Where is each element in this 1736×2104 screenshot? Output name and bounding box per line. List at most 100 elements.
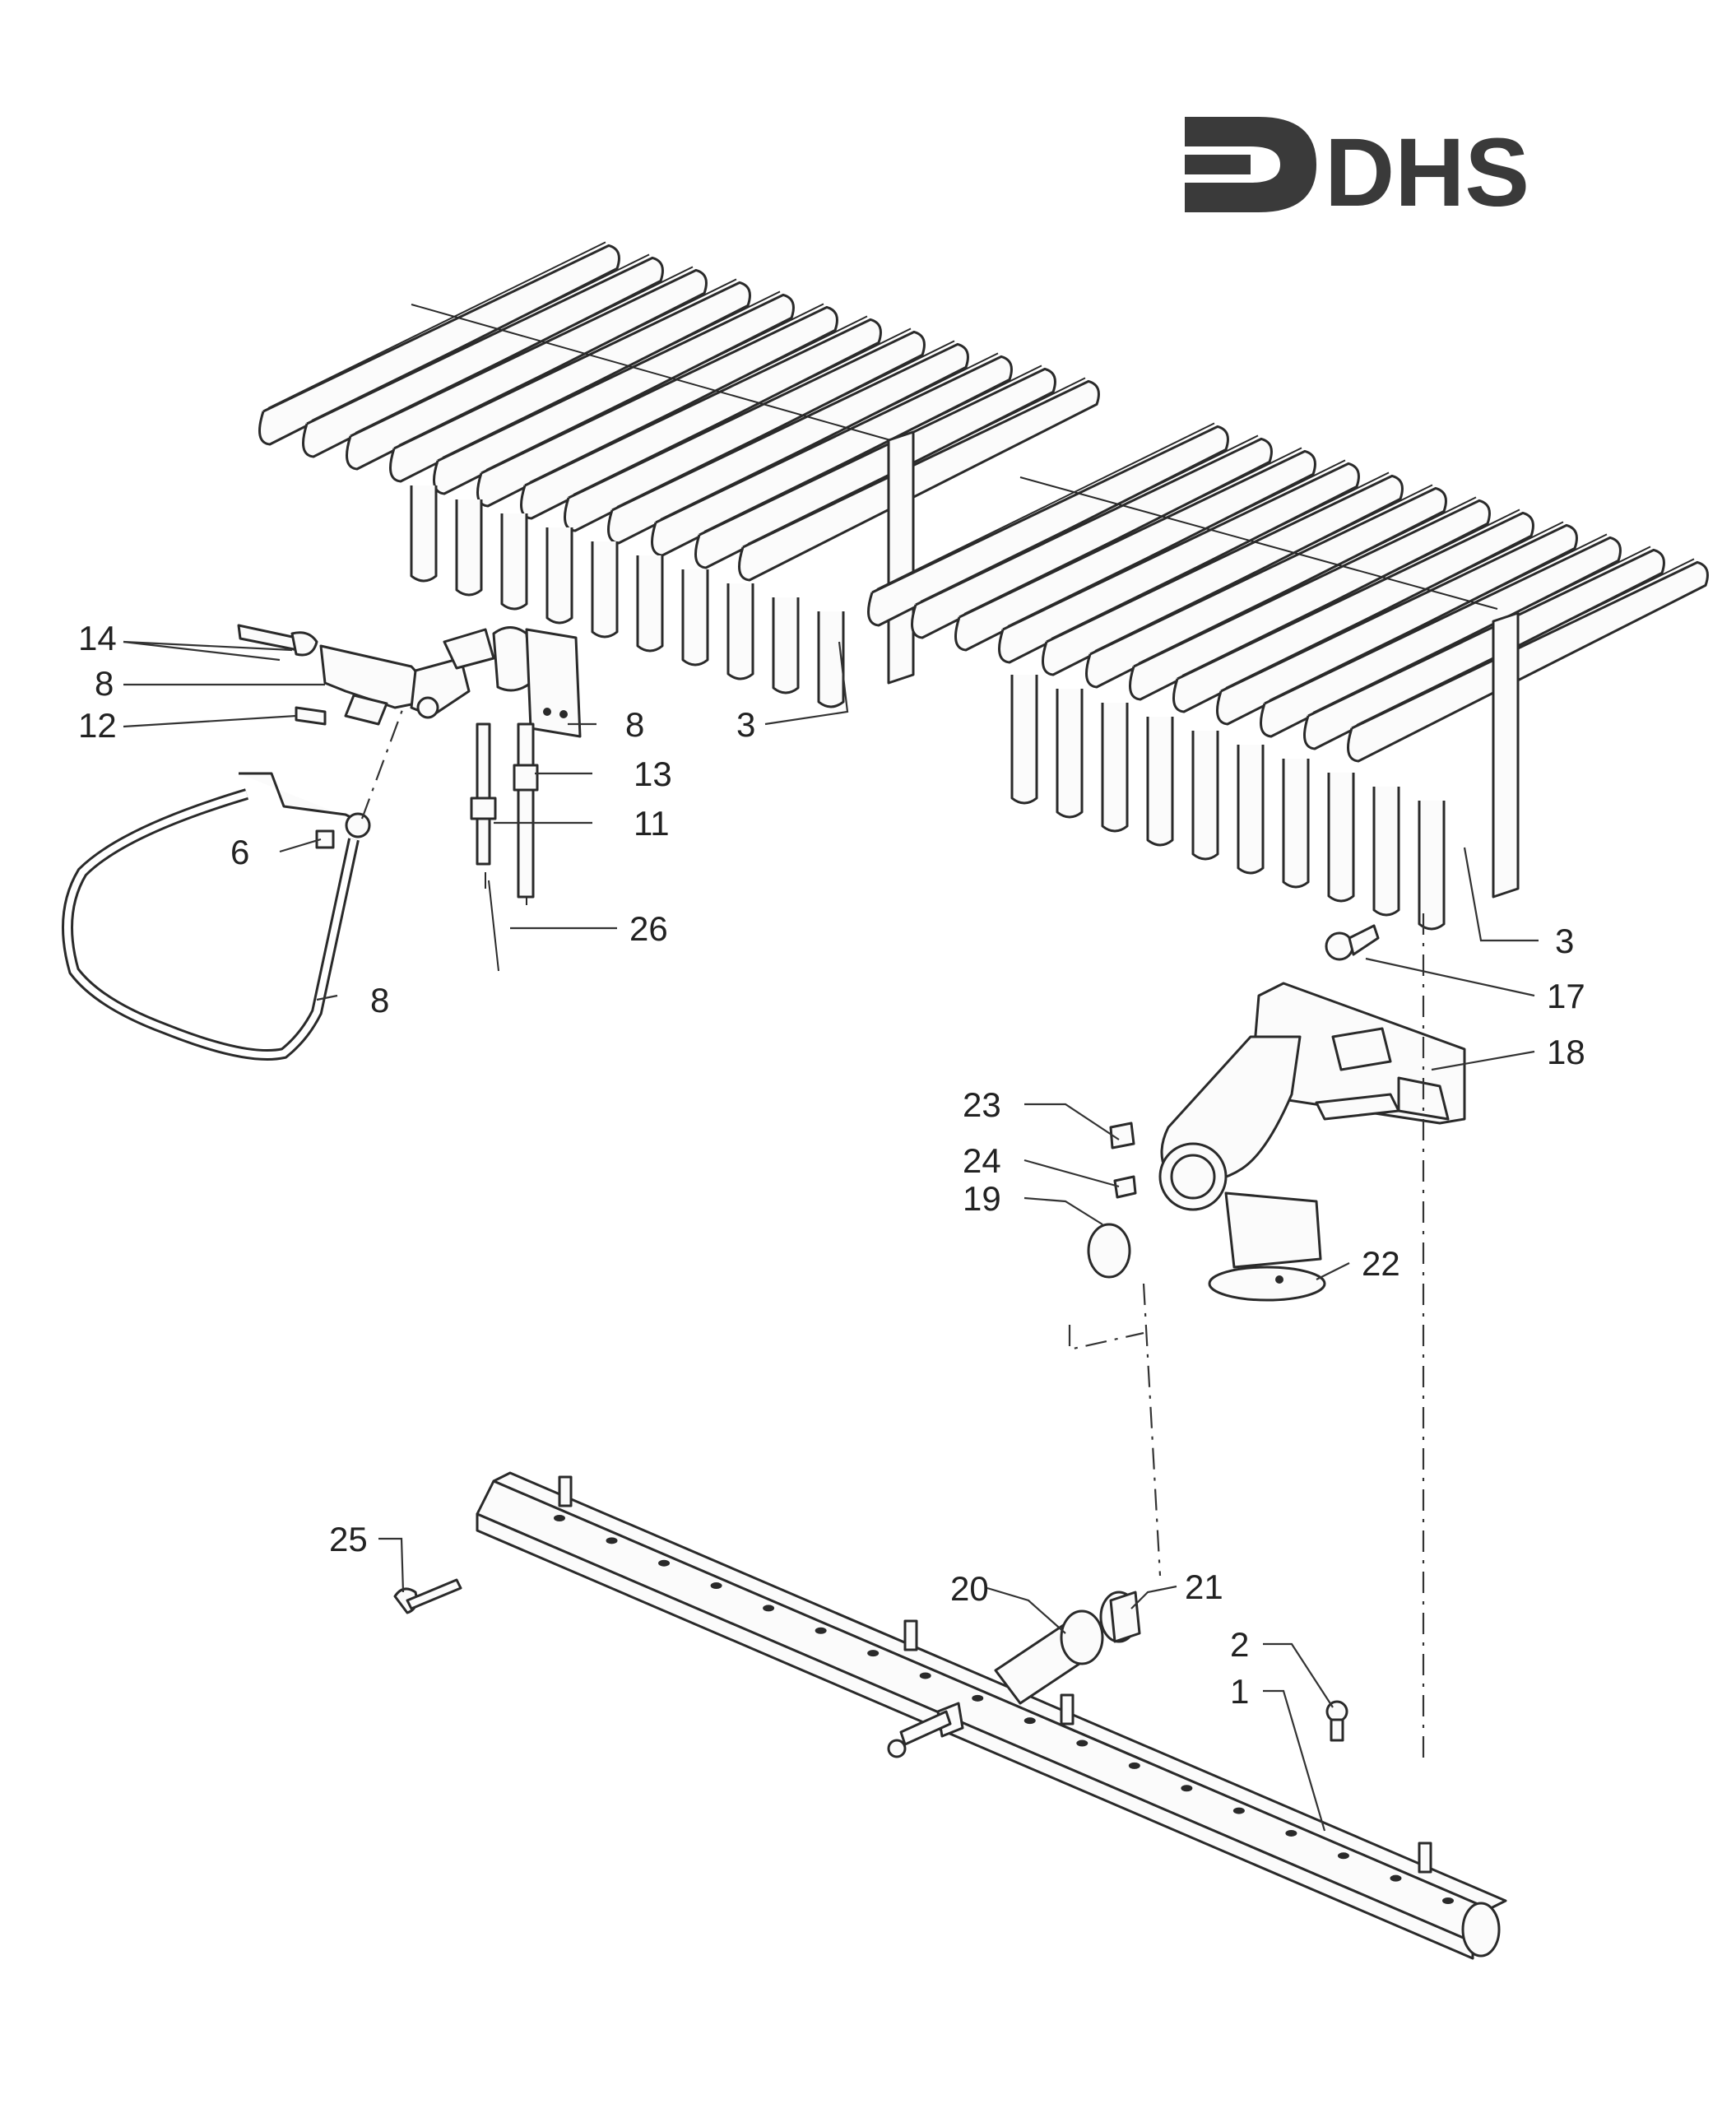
manifold-hole [554, 1515, 565, 1521]
callout-25: 25 [329, 1520, 368, 1558]
manifold-stud [558, 1475, 573, 1507]
burner-right-tube [1372, 787, 1400, 917]
callout-1: 1 [1230, 1672, 1249, 1711]
manifold-hole [710, 1582, 722, 1590]
manifold-hole [867, 1650, 880, 1657]
assembly-line-electrode [1068, 1325, 1144, 1351]
manifold-hole [1390, 1874, 1402, 1882]
callout-11: 11 [634, 804, 670, 843]
manifold-hole [1023, 1717, 1036, 1725]
burner-right-bar [998, 462, 1360, 664]
manifold-hole [972, 1694, 984, 1702]
callout-leaders [123, 640, 1539, 1832]
burner-right-tube [1282, 759, 1310, 889]
manifold-hole [1285, 1829, 1297, 1837]
burner-right-bar [911, 437, 1273, 639]
manifold-stud [1418, 1842, 1432, 1874]
callout-12: 12 [78, 706, 117, 745]
burner-left-bar [607, 342, 969, 545]
burner-right-tube [1101, 703, 1129, 833]
manifold-hole [658, 1559, 671, 1567]
manifold-stud [1060, 1693, 1075, 1725]
burner-right-tube [1327, 773, 1355, 903]
burner-left-bar [564, 330, 926, 532]
callout-labels: 14 8 12 6 8 8 13 11 26 3 3 17 18 23 24 1… [78, 619, 1585, 1711]
burner-right-bar [1129, 499, 1491, 701]
manifold-stud [903, 1619, 918, 1651]
burner-left-bar [346, 268, 708, 471]
burner-left-bar [258, 244, 620, 446]
burner-left-tube [545, 527, 573, 625]
callout-23: 23 [963, 1085, 1001, 1124]
burner-left-bar [651, 355, 1013, 557]
burner-left-tube [772, 597, 800, 694]
burner-left-tube [636, 555, 664, 653]
burner-left-bar [738, 379, 1100, 582]
callout-22: 22 [1362, 1244, 1400, 1283]
callout-20: 20 [950, 1569, 989, 1608]
dhs-logo: DHS [1185, 117, 1529, 227]
manifold-hole [815, 1627, 827, 1634]
callout-8b: 8 [370, 981, 389, 1019]
callout-3b: 3 [1555, 922, 1574, 960]
manifold-hole [919, 1672, 931, 1679]
callout-3a: 3 [736, 705, 755, 744]
gas-manifold [393, 1471, 1507, 1960]
callout-2: 2 [1230, 1625, 1249, 1664]
burner-left-bar [476, 305, 838, 508]
manifold-hole [1076, 1739, 1088, 1747]
burner-right-bar [1347, 560, 1709, 763]
burner-right-tube [1418, 801, 1446, 931]
burner-left-tube [726, 583, 754, 680]
burner-left-tube [500, 513, 528, 611]
callout-14: 14 [78, 619, 117, 657]
burner-left-bar [302, 256, 664, 458]
logo-mark-icon [1185, 117, 1316, 212]
o-ring [1087, 1223, 1131, 1279]
callout-18: 18 [1547, 1033, 1585, 1071]
callout-17: 17 [1547, 977, 1585, 1015]
callout-6: 6 [230, 833, 249, 871]
callout-8c: 8 [625, 705, 644, 744]
logo-text: DHS [1325, 118, 1529, 227]
manifold-hole [1442, 1897, 1454, 1904]
burner-right-bar [1216, 523, 1578, 726]
manifold-hole [1337, 1852, 1349, 1860]
gas-valve-bracket [1109, 982, 1466, 1302]
callout-26: 26 [629, 909, 668, 948]
pilot-assembly [237, 624, 582, 972]
manifold-hole [606, 1537, 618, 1544]
burner-right-tube [1237, 745, 1265, 875]
burner-right-bar [1260, 536, 1622, 738]
burner-right-tube [1010, 675, 1038, 805]
burner-right-bar [1303, 548, 1665, 750]
burner-right-bar [1085, 486, 1447, 689]
burner-right-bar [1042, 474, 1404, 676]
burner-left-tube [410, 485, 438, 583]
callout-24: 24 [963, 1141, 1001, 1180]
manifold-hole [1181, 1785, 1193, 1792]
manifold-hole [1128, 1762, 1140, 1769]
burner-left-tube [681, 569, 709, 666]
callout-13: 13 [634, 755, 672, 793]
burner-right-bar [954, 449, 1316, 652]
burner-left-tube [817, 611, 845, 708]
burner-left-bar [433, 293, 795, 495]
burner-right-tube [1056, 689, 1084, 819]
burner-left-tube [591, 541, 619, 639]
burner-right-tube [1146, 717, 1174, 847]
burner-right-bar [1172, 511, 1534, 713]
callout-21: 21 [1185, 1568, 1223, 1606]
burner-left-bar [389, 281, 751, 483]
burner-assembly-right [867, 422, 1709, 931]
manifold-hole [1232, 1807, 1245, 1814]
burner-left-tube [455, 499, 483, 597]
burner-right-tube [1191, 731, 1219, 861]
assembly-line-valve [1142, 1283, 1162, 1577]
burner-assembly-left [258, 241, 1100, 708]
burner-right-bar [867, 425, 1229, 627]
burner-left-bar [520, 318, 882, 520]
burner-left-bar [694, 367, 1056, 569]
callout-19: 19 [963, 1179, 1001, 1218]
